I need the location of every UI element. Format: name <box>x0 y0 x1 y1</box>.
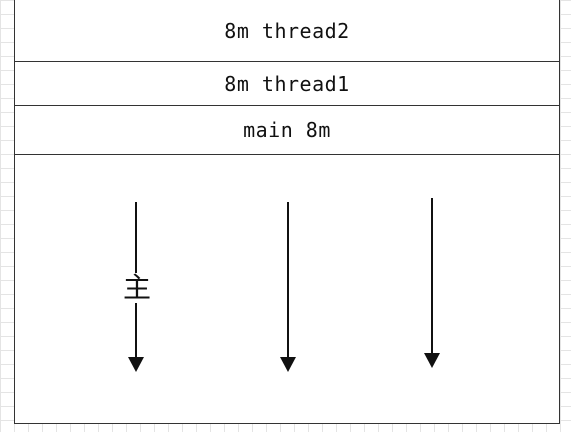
stack-frame-main: main 8m <box>15 106 559 155</box>
stack-frame-thread2: 8m thread2 <box>15 0 559 62</box>
stack-frame-label: 8m thread1 <box>224 71 350 96</box>
stack-frame-label: main 8m <box>243 118 331 142</box>
memory-stack-diagram: 8m thread2 8m thread1 main 8m 主 <box>14 0 560 424</box>
arrow-2 <box>280 202 296 372</box>
arrow-1-label: 主 <box>123 271 152 304</box>
arrows-layer <box>128 198 440 372</box>
arrow-3 <box>424 198 440 368</box>
stack-frame-label: 8m thread2 <box>224 18 350 43</box>
stack-frame-thread1: 8m thread1 <box>15 62 559 106</box>
heap-region: 主 <box>15 155 559 424</box>
